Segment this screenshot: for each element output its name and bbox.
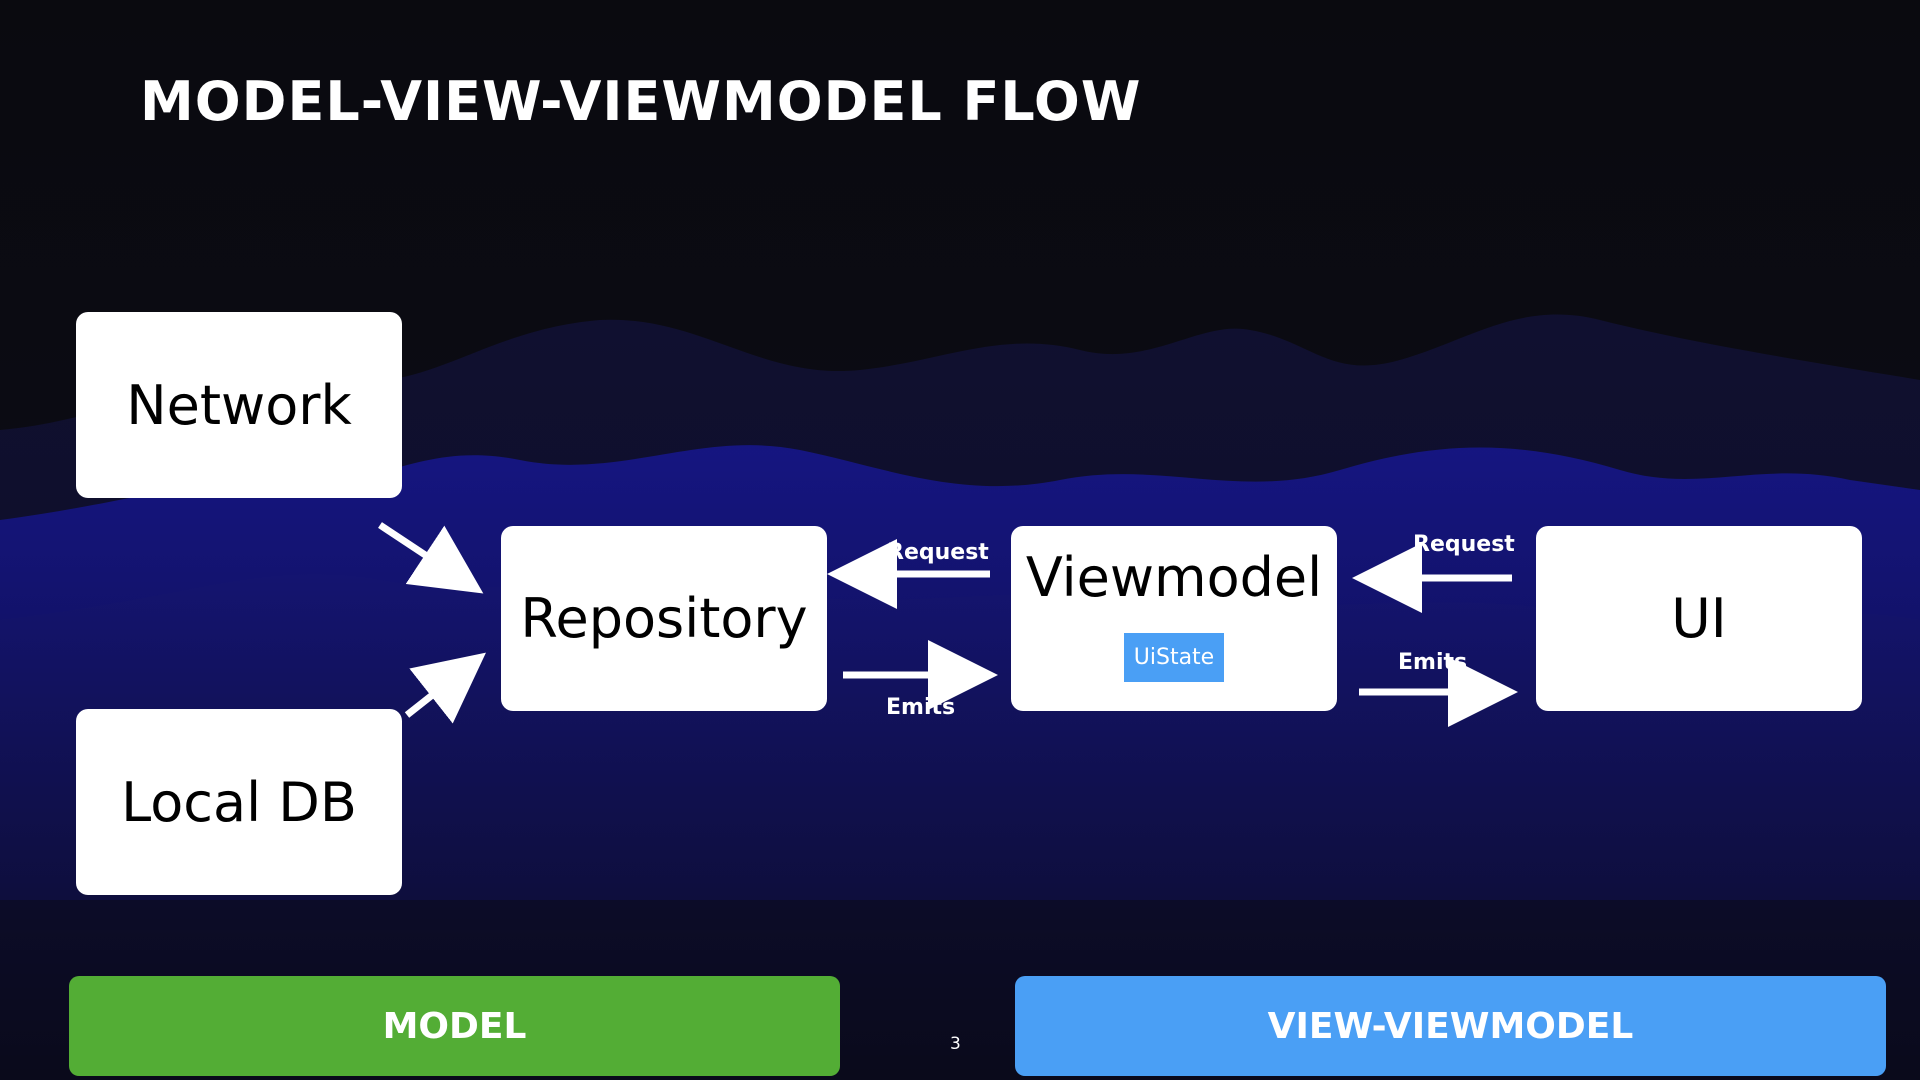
local-db-node: Local DB bbox=[76, 709, 402, 895]
view-viewmodel-band: VIEW-VIEWMODEL bbox=[1015, 976, 1886, 1076]
repo-vm-request-label: Request bbox=[887, 540, 989, 565]
network-to-repository-arrow bbox=[378, 522, 484, 594]
page-number: 3 bbox=[950, 1034, 961, 1054]
local-db-label: Local DB bbox=[121, 770, 357, 834]
ui-label: UI bbox=[1671, 587, 1727, 650]
viewmodel-node: Viewmodel UiState bbox=[1011, 526, 1337, 711]
view-viewmodel-band-label: VIEW-VIEWMODEL bbox=[1267, 1005, 1634, 1047]
repository-label: Repository bbox=[520, 587, 808, 650]
localdb-to-repository-arrow bbox=[404, 652, 486, 724]
model-band: MODEL bbox=[69, 976, 840, 1076]
page-title: MODEL-VIEW-VIEWMODEL FLOW bbox=[140, 70, 1142, 133]
network-node: Network bbox=[76, 312, 402, 498]
vm-ui-request-label: Request bbox=[1413, 532, 1515, 557]
repository-node: Repository bbox=[501, 526, 827, 711]
network-label: Network bbox=[126, 373, 352, 437]
ui-node: UI bbox=[1536, 526, 1862, 711]
model-band-label: MODEL bbox=[382, 1005, 527, 1047]
uistate-chip: UiState bbox=[1124, 633, 1224, 682]
repo-vm-emits-label: Emits bbox=[886, 695, 956, 720]
vm-ui-emits-label: Emits bbox=[1398, 650, 1468, 675]
viewmodel-label: Viewmodel bbox=[1025, 546, 1323, 609]
